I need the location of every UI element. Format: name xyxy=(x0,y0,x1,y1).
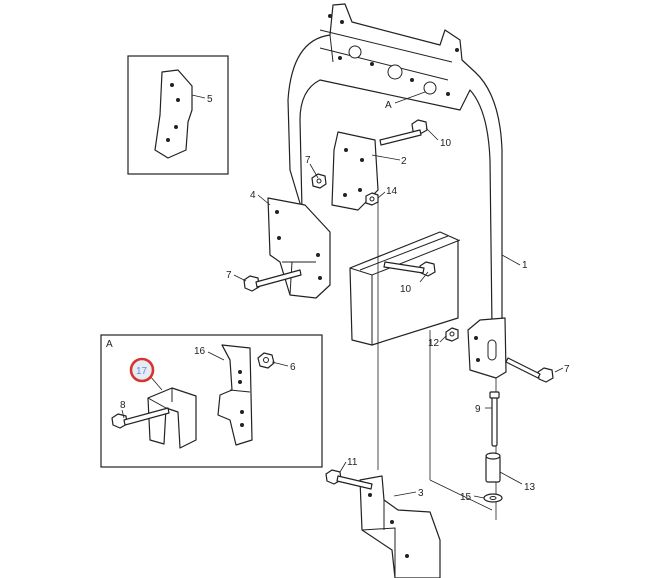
part-16-plate xyxy=(217,344,253,446)
bolt-8 xyxy=(111,407,170,429)
bolt-11 xyxy=(325,469,373,490)
callout-6[interactable]: 6 xyxy=(290,362,296,373)
hardware xyxy=(243,119,554,503)
callout-3[interactable]: 3 xyxy=(418,488,424,499)
part-5-plate xyxy=(154,69,193,159)
detail-box-a xyxy=(100,334,323,468)
part-17-clamp xyxy=(147,387,197,449)
view-label-main: A xyxy=(385,100,392,111)
callout-10-upper[interactable]: 10 xyxy=(440,138,452,149)
main-frame-part xyxy=(287,3,507,379)
callout-1[interactable]: 1 xyxy=(522,260,528,271)
detail-box-part-5 xyxy=(127,55,229,175)
callout-4[interactable]: 4 xyxy=(250,190,256,201)
callout-8[interactable]: 8 xyxy=(120,400,126,411)
view-label-inset: A xyxy=(106,339,113,350)
callout-7-upper[interactable]: 7 xyxy=(305,155,311,166)
spacer-13 xyxy=(485,452,501,483)
bolt-10-upper xyxy=(379,119,428,146)
pin-9 xyxy=(489,391,500,447)
callout-12[interactable]: 12 xyxy=(428,338,440,349)
callout-7-left[interactable]: 7 xyxy=(226,270,232,281)
left-bracket-part xyxy=(267,197,331,299)
callout-11[interactable]: 11 xyxy=(347,457,358,468)
cross-channel-part xyxy=(349,231,461,346)
alignment-lines xyxy=(377,198,497,520)
bolt-7-right xyxy=(505,357,554,383)
highlight-ring[interactable] xyxy=(129,357,155,383)
callout-labels: 1 2 3 4 5 6 7 7 7 8 9 10 10 11 12 13 14 … xyxy=(106,94,570,503)
callout-10-middle[interactable]: 10 xyxy=(400,284,412,295)
bottom-bracket-part xyxy=(359,475,441,578)
callout-2[interactable]: 2 xyxy=(401,156,407,167)
callout-13[interactable]: 13 xyxy=(524,482,536,493)
callout-7-right[interactable]: 7 xyxy=(564,364,570,375)
callout-9[interactable]: 9 xyxy=(475,404,481,415)
callout-15[interactable]: 15 xyxy=(460,492,472,503)
bolt-10-middle xyxy=(383,261,436,277)
leader-lines xyxy=(121,91,564,499)
callout-14[interactable]: 14 xyxy=(386,186,398,197)
callout-17[interactable]: 17 xyxy=(136,366,148,377)
callout-16[interactable]: 16 xyxy=(194,346,206,357)
upper-bracket-part xyxy=(331,131,379,211)
callout-5[interactable]: 5 xyxy=(207,94,213,105)
bolt-7-left xyxy=(243,269,302,292)
